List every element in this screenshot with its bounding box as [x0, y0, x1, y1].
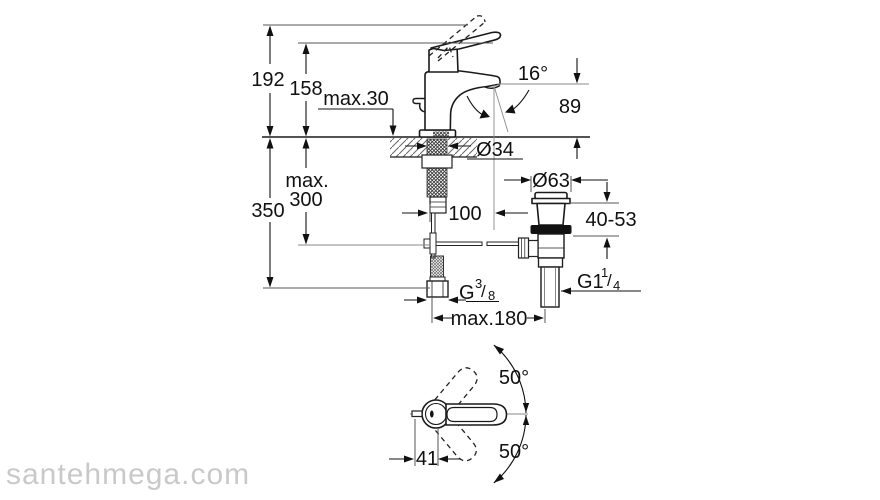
dim-lever-height: 158: [289, 78, 322, 100]
horizontal-rod-segment: [486, 241, 520, 246]
dimension-100: 100: [402, 203, 528, 225]
rod-cross-connector: [429, 232, 437, 255]
dimension-g114: G1 1 / 4: [561, 265, 641, 295]
dimension-192: 192: [251, 25, 285, 137]
waste-tailpipe: [540, 266, 560, 308]
dim-deck-thickness: max.30: [323, 88, 389, 110]
dim-hole-diameter: Ø34: [476, 139, 514, 161]
pull-rod-knob: [412, 97, 426, 113]
dim-rod-reach: max.180: [451, 308, 528, 330]
waste-body: [537, 233, 565, 259]
supply-fitting-g38: [426, 280, 449, 298]
dim-spout-projection: 100: [448, 203, 481, 225]
dimension-d63: Ø63: [504, 170, 608, 192]
dim-rod-depth-value: 300: [289, 189, 322, 211]
rod-adjust-knob: [517, 237, 530, 259]
svg-text:4: 4: [613, 278, 620, 293]
dimension-max300: max. 300: [285, 138, 329, 245]
svg-text:8: 8: [488, 288, 495, 303]
dimension-max180: max.180: [433, 308, 544, 330]
dim-waste-deck-range: 40-53: [585, 209, 636, 231]
mounting-nut: [421, 154, 453, 169]
faucet-body-spout: [424, 68, 501, 131]
dimension-4053: 40-53: [585, 182, 637, 259]
svg-text:/: /: [481, 282, 486, 301]
svg-text:3: 3: [475, 276, 482, 291]
svg-text:1: 1: [601, 265, 608, 280]
dim-waste-flange-diameter: Ø63: [532, 170, 570, 192]
watermark: santehmega.com: [6, 458, 250, 491]
pop-up-waste-assembly: [517, 191, 572, 308]
aerator: [484, 84, 501, 89]
dimension-16deg: 16°: [466, 63, 548, 119]
dimension-89: 89: [559, 58, 581, 159]
label-supply-thread: G: [459, 282, 475, 304]
horizontal-rod-segment: [435, 241, 483, 246]
dimension-max30: max.30: [318, 88, 397, 136]
dimension-g38: G 3 / 8: [404, 276, 499, 304]
faucet-side-view: [412, 15, 520, 298]
handle-top-view: 50° 50° 41: [389, 344, 530, 484]
dimension-158: 158: [289, 43, 323, 137]
dim-handle-offset: 41: [416, 448, 438, 470]
dimension-350: 350: [251, 138, 285, 288]
dim-rod-depth-prefix: max.: [285, 170, 328, 192]
dim-hose-length: 350: [251, 200, 284, 222]
waste-gasket: [530, 225, 572, 234]
lever-raised-dashed: [428, 15, 486, 62]
dim-spout-height: 89: [559, 96, 581, 118]
mounting-deck: [262, 136, 590, 158]
dimension-d34: Ø34: [405, 139, 523, 161]
handle-lever-top: [445, 403, 508, 426]
label-waste-thread: G1: [577, 271, 604, 293]
dim-overall-height: 192: [251, 69, 284, 91]
dim-handle-swing-down: 50°: [499, 441, 529, 463]
dim-handle-swing-up: 50°: [499, 367, 529, 389]
svg-text:/: /: [607, 271, 612, 290]
reference-lines: [263, 24, 619, 323]
handle-lever: [430, 31, 502, 52]
dim-spout-angle: 16°: [518, 63, 548, 85]
